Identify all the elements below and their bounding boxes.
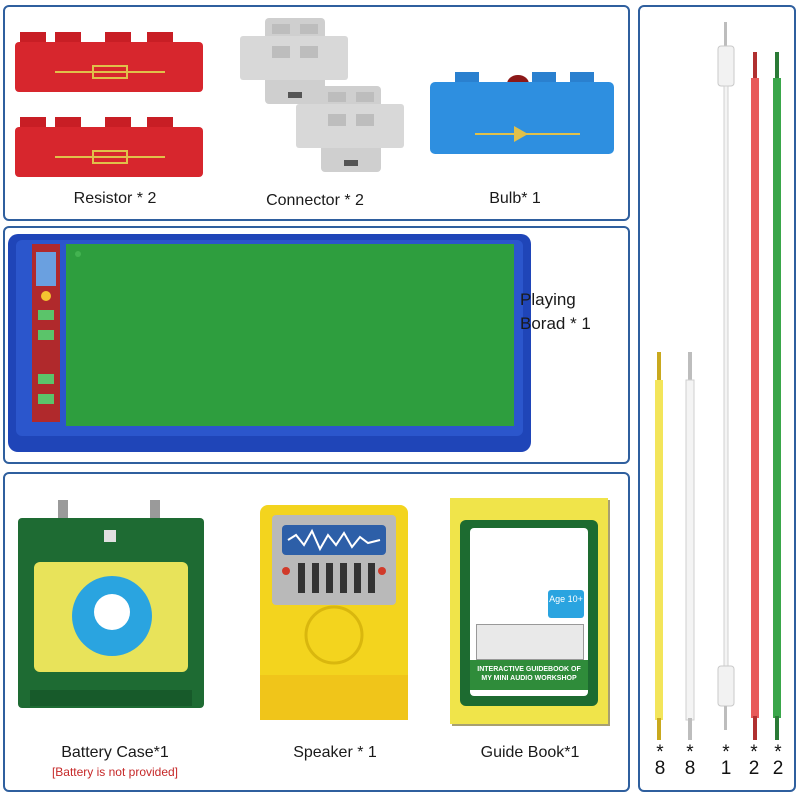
board-label-line2: Borad * 1 xyxy=(520,314,591,333)
guide-book: Age 10+ INTERACTIVE GUIDEBOOK OF MY MINI… xyxy=(450,498,608,724)
resistor-brick-1 xyxy=(15,32,203,92)
battery-label: Battery Case*1 xyxy=(61,744,169,761)
bulb-label: Bulb* 1 xyxy=(489,190,541,207)
wire-qty-white: *8 xyxy=(684,742,696,779)
book-title-line1: INTERACTIVE GUIDEBOOK OF xyxy=(477,666,581,673)
wire-qty-yellow: *8 xyxy=(654,742,666,779)
speaker-label: Speaker * 1 xyxy=(293,744,377,761)
connector-brick-2 xyxy=(296,86,404,172)
playing-board xyxy=(8,234,531,452)
connector-brick-1 xyxy=(240,18,348,104)
speaker-module xyxy=(260,505,408,720)
battery-case xyxy=(18,500,204,708)
board-label-line1: Playing xyxy=(520,290,576,309)
wire-qty-red: *2 xyxy=(748,742,760,779)
connector-label: Connector * 2 xyxy=(266,192,364,209)
resistor-label: Resistor * 2 xyxy=(73,190,157,207)
wire-qty-green: *2 xyxy=(772,742,784,779)
bulb-brick xyxy=(430,72,614,154)
book-age-badge: Age 10+ xyxy=(548,590,584,618)
wires-drawing xyxy=(655,22,781,740)
book-title-line2: MY MINI AUDIO WORKSHOP xyxy=(481,675,577,682)
battery-note: [Battery is not provided] xyxy=(51,765,179,779)
guide-label: Guide Book*1 xyxy=(480,744,580,761)
resistor-brick-2 xyxy=(15,117,203,177)
wires-panel xyxy=(638,5,796,792)
wire-qty-audio: *1 xyxy=(720,742,732,779)
